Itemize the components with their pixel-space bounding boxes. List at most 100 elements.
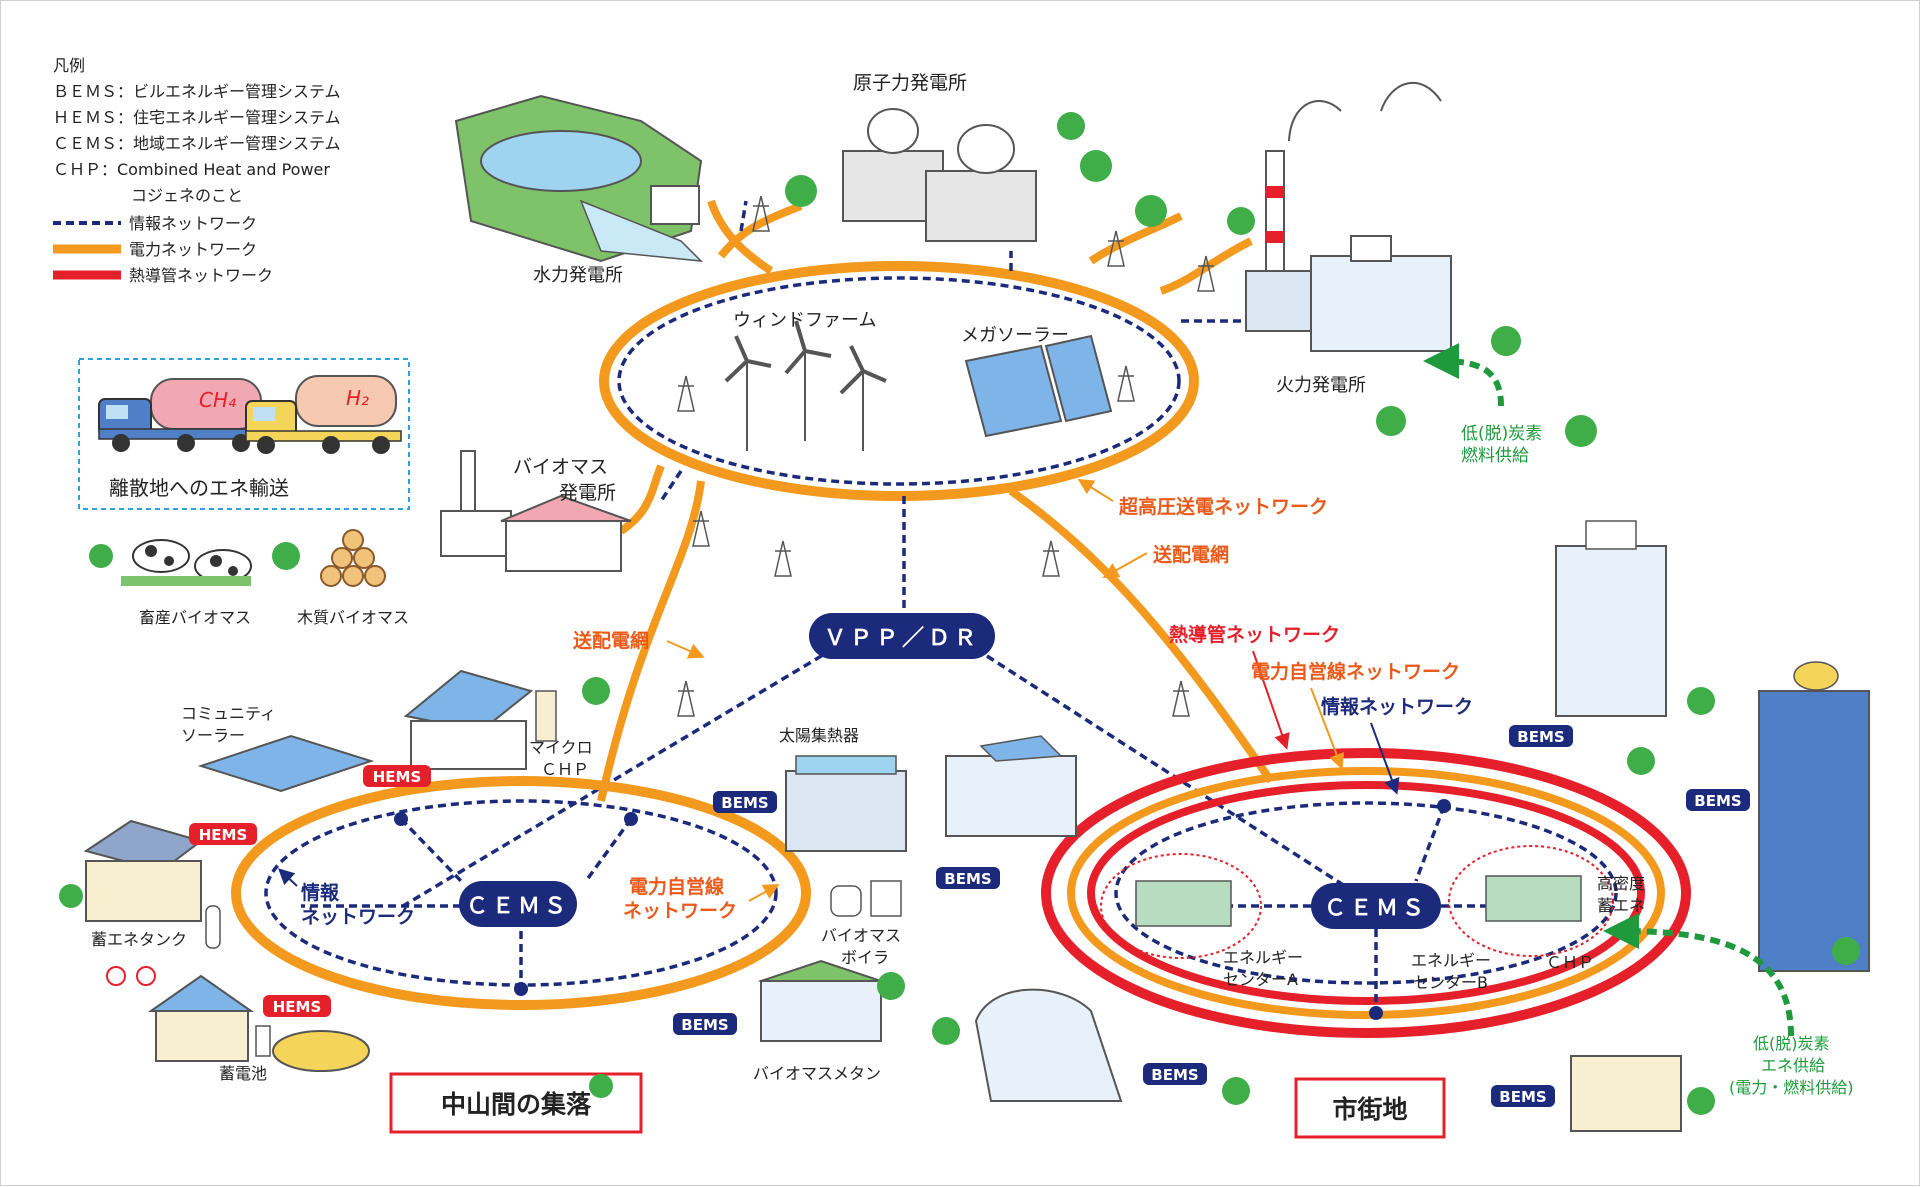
- hems-badge: HEMS: [189, 823, 257, 845]
- legend: 凡例 ＢＥＭＳ：ビルエネルギー管理システム ＨＥＭＳ：住宅エネルギー管理システム…: [53, 56, 341, 285]
- rural-badges: HEMS HEMS HEMS BEMS BEMS: [189, 765, 777, 1035]
- urban-supply-label-1: 低(脱)炭素: [1753, 1034, 1830, 1053]
- high-density-label-2: 蓄エネ: [1597, 896, 1645, 915]
- urban-supply-label-2: エネ供給: [1761, 1056, 1825, 1075]
- storage-tank-label: 蓄エネタンク: [91, 930, 187, 949]
- nuclear-plant: 原子力発電所: [842, 72, 1037, 242]
- urban-cems-label: ＣＥＭＳ: [1324, 896, 1428, 921]
- legend-heat: 熱導管ネットワーク: [129, 266, 273, 285]
- urban-cems-node: ＣＥＭＳ: [1311, 883, 1441, 929]
- network-labels: 超高圧送電ネットワーク 送配電網 送配電網: [573, 478, 1328, 659]
- rural-cems-label: ＣＥＭＳ: [466, 894, 570, 919]
- hydro-label: 水力発電所: [533, 265, 623, 286]
- urban-buildings: [945, 520, 1870, 1132]
- hems-badge: HEMS: [363, 765, 431, 787]
- bems-badge: BEMS: [936, 867, 1000, 889]
- legend-info: 情報ネットワーク: [129, 214, 257, 233]
- urban-ring: [1041, 748, 1691, 1038]
- urban-supply-label-3: (電力・燃料供給): [1729, 1078, 1854, 1097]
- grid-left-label: 送配電網: [573, 629, 649, 652]
- legend-chp-note: コジェネのこと: [131, 186, 243, 205]
- battery-label: 蓄電池: [219, 1064, 267, 1083]
- rural-title: 中山間の集落: [441, 1090, 592, 1119]
- svg-text:HEMS: HEMS: [373, 768, 422, 786]
- biomass-plant-label-2: 発電所: [559, 482, 616, 504]
- svg-text:BEMS: BEMS: [681, 1016, 728, 1034]
- legend-chp: ＣＨＰ：Combined Heat and Power: [53, 160, 330, 179]
- solar-label: メガソーラー: [961, 325, 1069, 346]
- urban-title: 市街地: [1332, 1095, 1407, 1124]
- solar-heat-label: 太陽集熱器: [779, 726, 859, 745]
- hems-badge: HEMS: [263, 995, 331, 1017]
- wind-farm: ウィンドファーム: [724, 310, 887, 451]
- fuel-supply-line2: 燃料供給: [1461, 446, 1529, 466]
- legend-cems: ＣＥＭＳ：地域エネルギー管理システム: [53, 134, 341, 153]
- rural-labels: コミュニティ ソーラー マイクロ ＣＨＰ 情報 ネットワーク 電力自営線 ネット…: [91, 704, 901, 1083]
- chp-label: ＣＨＰ: [1546, 953, 1594, 972]
- legend-hems: ＨＥＭＳ：住宅エネルギー管理システム: [53, 108, 341, 127]
- bems-badge: BEMS: [1143, 1063, 1207, 1085]
- bems-badge: BEMS: [1491, 1085, 1555, 1107]
- wood-biomass: 木質バイオマス: [297, 529, 409, 627]
- urban-badges: BEMS BEMS BEMS BEMS BEMS: [936, 725, 1750, 1107]
- truck-h2-label: H₂: [346, 386, 369, 410]
- ehv-ring: [599, 261, 1199, 501]
- fuel-supply-line1: 低(脱)炭素: [1461, 424, 1542, 444]
- center-b-label-2: センターB: [1413, 973, 1488, 992]
- thermal-plant: 火力発電所: [1245, 81, 1452, 396]
- center-b-label-1: エネルギー: [1411, 951, 1491, 970]
- ehv-label: 超高圧送電ネットワーク: [1118, 495, 1328, 518]
- transport-box: CH₄ H₂ 離散地へのエネ輸送: [78, 358, 410, 510]
- truck-ch4-icon: CH₄: [98, 378, 266, 452]
- svg-text:BEMS: BEMS: [1517, 728, 1564, 746]
- transport-label: 離散地へのエネ輸送: [109, 476, 289, 500]
- pylons: [677, 195, 1215, 717]
- livestock-label: 畜産バイオマス: [139, 608, 251, 627]
- rural-private-line-label-2: ネットワーク: [623, 900, 737, 922]
- rural-info-net-label-2: ネットワーク: [301, 906, 415, 928]
- nuclear-label: 原子力発電所: [853, 72, 967, 94]
- center-a-label-1: エネルギー: [1223, 948, 1303, 967]
- urban-info-net-label: 情報ネットワーク: [1321, 695, 1473, 718]
- biomass-plant: バイオマス 発電所: [440, 450, 632, 572]
- rural-private-line-label-1: 電力自営線: [629, 875, 724, 898]
- truck-ch4-label: CH₄: [199, 388, 236, 412]
- center-a-label-2: センターA: [1223, 970, 1298, 989]
- rural-cems-node: ＣＥＭＳ: [459, 881, 577, 927]
- rural-buildings: [83, 669, 907, 1072]
- svg-text:HEMS: HEMS: [273, 998, 322, 1016]
- bems-badge: BEMS: [673, 1013, 737, 1035]
- thermal-label: 火力発電所: [1276, 375, 1366, 396]
- vpp-dr-label: ＶＰＰ／ＤＲ: [824, 626, 980, 651]
- biomass-boiler-label-1: バイオマス: [821, 926, 901, 945]
- grid-right-label: 送配電網: [1153, 543, 1229, 566]
- micro-chp-label-2: ＣＨＰ: [541, 760, 589, 779]
- biomass-methane-label: バイオマスメタン: [753, 1064, 881, 1083]
- urban-labels: 熱導管ネットワーク 電力自営線ネットワーク 情報ネットワーク エネルギー センタ…: [1169, 623, 1854, 1097]
- urban-title-box: 市街地: [1294, 1077, 1446, 1139]
- legend-bems: ＢＥＭＳ：ビルエネルギー管理システム: [53, 82, 341, 101]
- mega-solar: メガソーラー: [961, 325, 1113, 438]
- hydro-plant: 水力発電所: [454, 94, 704, 286]
- community-solar-label-1: コミュニティ: [181, 704, 276, 723]
- svg-text:BEMS: BEMS: [1694, 792, 1741, 810]
- wind-label: ウィンドファーム: [733, 310, 876, 331]
- high-density-label-1: 高密度: [1597, 874, 1645, 893]
- svg-text:BEMS: BEMS: [1499, 1088, 1546, 1106]
- micro-chp-label-1: マイクロ: [529, 738, 593, 757]
- legend-title: 凡例: [53, 56, 85, 75]
- bems-badge: BEMS: [713, 791, 777, 813]
- livestock-biomass: 畜産バイオマス: [121, 539, 252, 627]
- legend-power: 電力ネットワーク: [129, 240, 257, 259]
- bems-badge: BEMS: [1686, 789, 1750, 811]
- bems-badge: BEMS: [1509, 725, 1573, 747]
- svg-text:HEMS: HEMS: [199, 826, 248, 844]
- fuel-supply: 低(脱)炭素 燃料供給: [1423, 343, 1542, 466]
- truck-h2-icon: H₂: [245, 375, 402, 454]
- rural-info-net-label-1: 情報: [301, 881, 340, 904]
- urban-power-net-label: 電力自営線ネットワーク: [1251, 660, 1460, 683]
- vpp-dr-node: ＶＰＰ／ＤＲ: [809, 613, 995, 659]
- urban-heat-net-label: 熱導管ネットワーク: [1169, 623, 1340, 646]
